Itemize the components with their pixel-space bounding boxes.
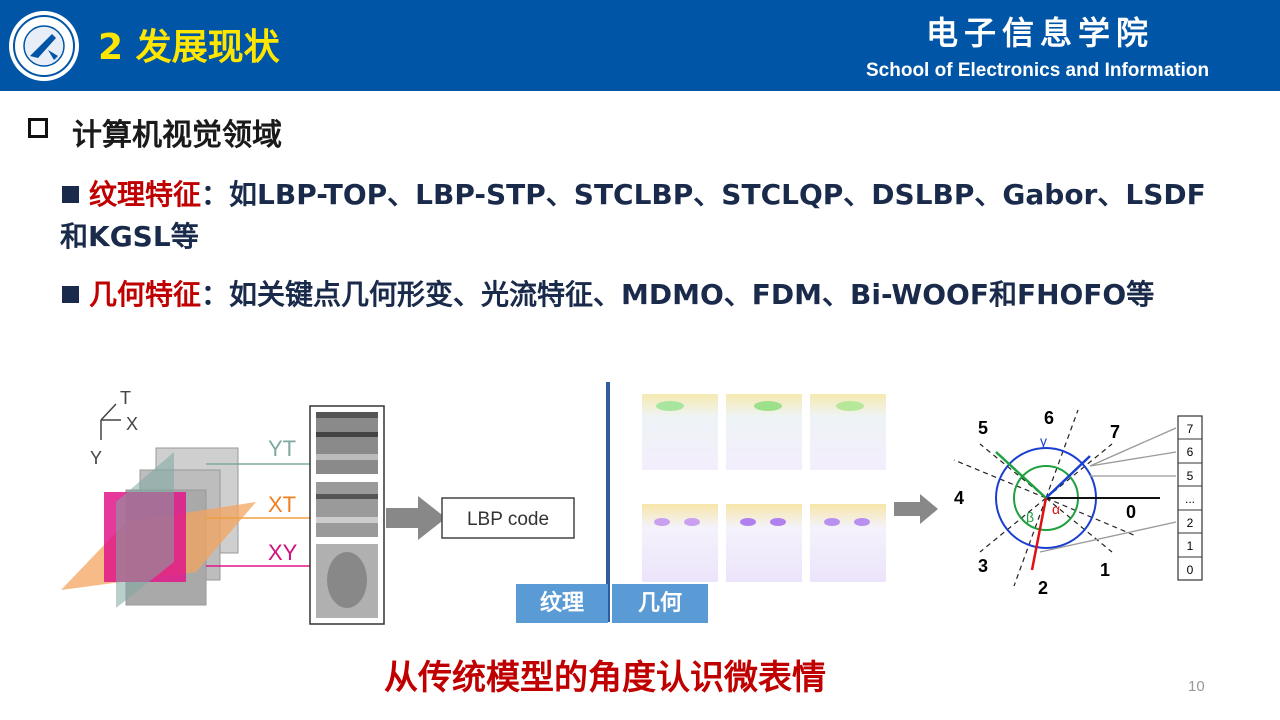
histogram-column [1177,415,1203,581]
school-name-cn: 电子信息学院 [926,14,1155,52]
tag-texture: 纹理 [516,584,608,623]
tag-geometry: 几何 [612,584,708,623]
axis-label-x: X [126,414,138,434]
lbp-code-label: LBP code [467,509,549,530]
yt-plane [116,452,174,608]
divider-line [606,382,610,622]
item-text: ：如关键点几何形变、光流特征、MDMO、FDM、Bi-WOOF和FHOFO等 [201,278,1155,311]
flow-blob [656,401,684,411]
bin-label: 3 [978,556,988,576]
xt-texture [316,482,378,537]
bottom-caption: 从传统模型的角度认识微表情 [384,658,826,698]
header-bar: 2 发展现状 电子信息学院 School of Electronics and … [0,0,1280,91]
hist-cell: 1 [1187,539,1194,553]
hist-cell: 0 [1187,563,1194,577]
bin-label: 7 [1110,422,1120,442]
lbp-code-box [441,497,575,539]
flow-vector-red [1030,497,1048,571]
texture-band [316,517,378,523]
texture-band [316,432,378,437]
axis-label-t: T [120,388,131,408]
hollow-square-bullet-icon [28,118,48,138]
gray-arrow-icon [894,494,938,524]
square-bullet-icon [62,186,79,203]
section-title: 2 发展现状 [98,27,280,68]
school-name-en: School of Electronics and Information [866,60,1210,81]
hoof-diagram: 6 5 7 4 0 3 2 1 γ β α 7 6 5 ... 2 1 0 [953,408,1203,598]
flow-blob [684,518,700,526]
bin-label: 6 [1044,408,1054,428]
square-bullet-icon [62,286,79,303]
flow-frame [642,504,718,582]
plane-label-yt: YT [268,436,296,461]
page-number: 10 [1188,678,1205,695]
bin-label: 0 [1126,502,1136,522]
item-label: 纹理特征 [89,178,202,211]
gray-arrow-icon [386,496,446,540]
flow-blob [754,401,782,411]
bullet-item-texture: 纹理特征：如LBP-TOP、LBP-STP、STCLBP、STCLQP、DSLB… [60,174,1220,258]
flow-blob [824,518,840,526]
texture-band [316,412,378,418]
flow-blob [770,518,786,526]
flow-blob [836,401,864,411]
plane-label-xy: XY [268,540,298,565]
bullet-item-geometry: 几何特征：如关键点几何形变、光流特征、MDMO、FDM、Bi-WOOF和FHOF… [60,274,1220,316]
bin-label: 1 [1100,560,1110,580]
mapping-lines [1039,427,1177,553]
lbp-top-figure: T X Y YT XT XY LBP code [61,388,575,625]
slide-heading: 计算机视觉领域 [72,118,282,153]
axis-label-y: Y [90,448,102,468]
greek-alpha: α [1052,501,1060,517]
bin-label: 2 [1038,578,1048,598]
item-text: ：如LBP-TOP、LBP-STP、STCLBP、STCLQP、DSLBP、Ga… [60,178,1206,253]
t-axis [100,403,117,421]
greek-beta: β [1026,509,1034,525]
hist-cell: ... [1185,492,1195,506]
flow-vector-blue [1045,455,1091,499]
flow-blob [654,518,670,526]
flow-frame [726,504,802,582]
texture-band [316,454,378,460]
bin-label: 5 [978,418,988,438]
greek-gamma: γ [1040,433,1047,449]
flow-blob [854,518,870,526]
flow-frame [810,504,886,582]
texture-band [316,494,378,499]
hist-cell: 2 [1187,516,1194,530]
university-logo [9,11,79,81]
hist-cell: 5 [1187,469,1194,483]
bin-label: 4 [954,488,964,508]
face-shape [327,552,367,608]
plane-label-xt: XT [268,492,296,517]
hist-cell: 6 [1187,445,1194,459]
flow-vector-green [995,451,1047,499]
optical-flow-images [642,394,886,582]
flow-blob [740,518,756,526]
hist-cell: 7 [1187,422,1194,436]
item-label: 几何特征 [89,278,202,311]
yt-texture [316,412,378,474]
